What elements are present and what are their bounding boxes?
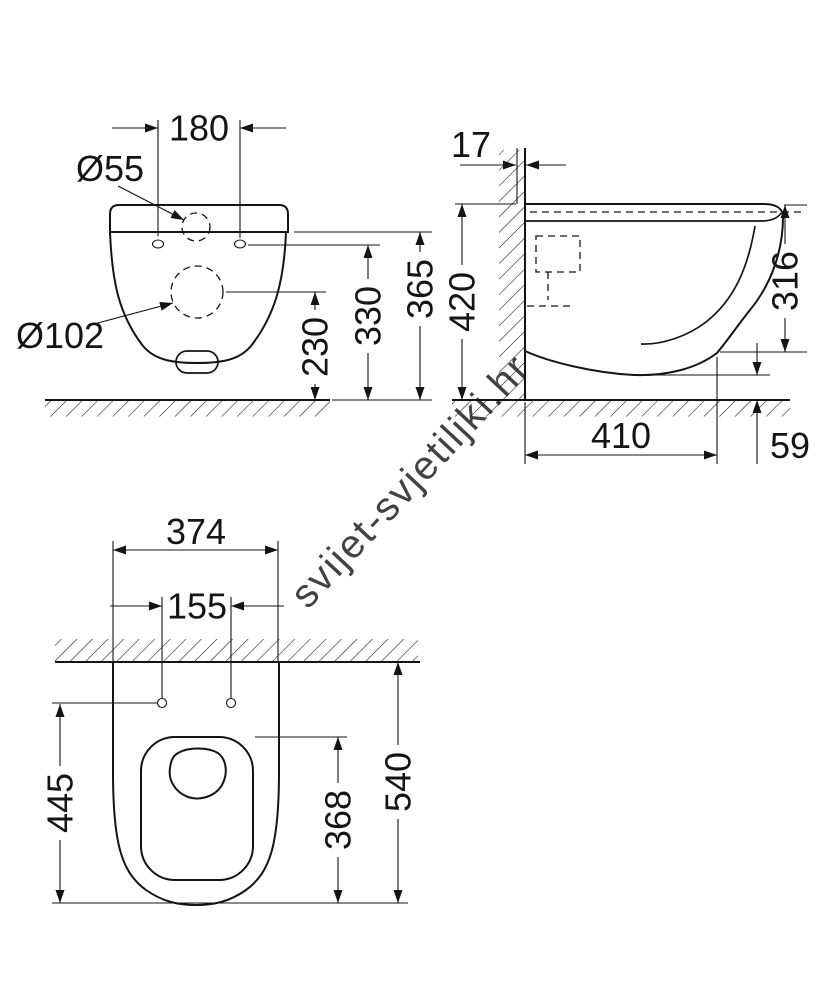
- toilet-body-front: [109, 231, 287, 365]
- toilet-profile-side: [524, 203, 785, 377]
- dim-label-plan-depth-overall: 540: [378, 752, 419, 812]
- leader-line: [93, 301, 174, 325]
- hidden-flush-channels: [527, 235, 581, 307]
- dim-445: 445: [40, 704, 81, 903]
- dim-180: 180: [112, 108, 286, 149]
- seat-opening-plan: [140, 736, 254, 881]
- dim-17: 17: [451, 124, 566, 170]
- dim-label-plan-hole-spacing: 155: [167, 586, 227, 627]
- dim-368: 368: [318, 737, 359, 903]
- mounting-hole-left-front: [151, 239, 165, 249]
- dim-410: 410: [525, 415, 717, 460]
- hole-diameter-circle: [181, 212, 211, 242]
- seat-underside-line: [525, 212, 782, 222]
- dim-label-side-height-overall: 420: [442, 272, 483, 332]
- dim-540: 540: [378, 662, 419, 903]
- leader-line: [117, 185, 185, 221]
- dim-155: 155: [110, 586, 284, 627]
- toilet-lid-front: [109, 204, 289, 233]
- ground-hatch-front: [45, 400, 330, 417]
- dim-label-front-height-outlet: 230: [295, 317, 336, 377]
- dim-label-front-height-rim: 365: [400, 259, 441, 319]
- bowl-sump-plan: [168, 747, 227, 800]
- mounting-hole-left-plan: [156, 697, 168, 709]
- wall-hatch-side: [499, 150, 525, 400]
- dim-330: 330: [348, 245, 389, 400]
- extension-lines-front: [157, 120, 432, 401]
- dim-316: 316: [765, 205, 806, 352]
- dim-59: 59: [752, 343, 810, 466]
- toilet-outline-plan: [112, 662, 280, 907]
- dim-230: 230: [295, 292, 336, 400]
- dim-420: 420: [442, 204, 483, 400]
- wall-hatch-plan: [55, 639, 418, 662]
- dim-label-front-outlet-diameter: Ø102: [16, 315, 104, 356]
- dim-label-side-height-body: 316: [765, 251, 806, 311]
- dim-label-front-hole-diameter: Ø55: [76, 148, 144, 189]
- dim-label-front-height-holes: 330: [348, 286, 389, 346]
- dim-label-plan-inner-length: 368: [318, 790, 359, 850]
- dim-label-side-floor-clearance: 59: [770, 425, 810, 466]
- outlet-diameter-circle: [170, 265, 224, 319]
- mounting-hole-right-front: [233, 239, 247, 249]
- dim-o102: Ø102: [16, 301, 174, 356]
- mounting-hole-right-plan: [225, 697, 237, 709]
- dim-374: 374: [113, 511, 278, 555]
- dim-label-side-wall-offset: 17: [451, 124, 491, 165]
- front-view: 180 Ø55 Ø102 230 330 365: [16, 108, 441, 417]
- ground-hatch-side: [452, 400, 790, 417]
- extension-lines-side: [455, 203, 807, 464]
- bowl-interior-line: [640, 225, 756, 345]
- dim-label-plan-width: 374: [166, 511, 226, 552]
- dim-label-front-hole-spacing: 180: [169, 108, 229, 149]
- dim-365: 365: [400, 232, 441, 400]
- plan-view: 374 155 445 368 540: [40, 511, 420, 907]
- extension-lines-plan: [52, 541, 408, 904]
- dim-label-plan-length-holes-front: 445: [40, 773, 81, 833]
- side-view: 17 420 316 410 59: [442, 124, 811, 466]
- dim-o55: Ø55: [76, 148, 185, 221]
- outlet-front: [175, 350, 219, 374]
- dim-label-side-depth-bottom: 410: [591, 415, 651, 456]
